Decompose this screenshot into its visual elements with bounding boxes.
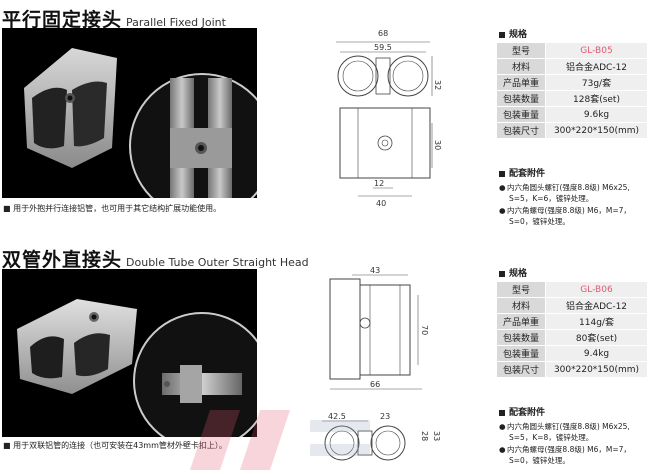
dim-d4: 42.5 xyxy=(328,412,346,421)
dim-d2: 59.5 xyxy=(374,43,392,52)
bullet-square-icon xyxy=(499,170,505,177)
dim-d3: 66 xyxy=(370,380,380,389)
accessories-heading: 配套附件 xyxy=(497,167,647,181)
spec-heading: 规格 xyxy=(497,267,647,282)
bullet-square-icon xyxy=(499,409,505,416)
bullet-square-icon xyxy=(499,31,505,38)
title-en: Parallel Fixed Joint xyxy=(126,16,226,29)
dim-d6: 28 xyxy=(420,431,429,441)
table-row: 材料铝合金ADC-12 xyxy=(497,297,647,314)
dim-d1: 68 xyxy=(378,29,388,38)
dim-d3: 32 xyxy=(433,80,442,90)
technical-drawing: 68 59.5 32 30 12 40 xyxy=(318,28,448,212)
accessory-item: ●内六角螺母(强度8.8级) M6，M=7，S=0，镀锌处理。 xyxy=(499,206,631,226)
dim-d5: 12 xyxy=(374,179,384,188)
product-photo xyxy=(2,28,257,198)
accessory-item: ●内六角圆头螺钉(强度8.8级) M6x25,S=5，K=6，镀锌处理。 xyxy=(499,183,630,203)
accessory-item: ●内六角圆头螺钉(强度8.8级) M6x25,S=5，K=8，镀锌处理。 xyxy=(499,422,630,442)
title-zh: 平行固定接头 xyxy=(2,9,123,31)
table-row: 材料铝合金ADC-12 xyxy=(497,58,647,75)
product-photo xyxy=(2,269,257,437)
dim-d2: 70 xyxy=(420,325,429,335)
dim-d1: 43 xyxy=(370,266,380,275)
technical-drawing: 43 70 66 42.5 23 28 33 xyxy=(318,265,448,474)
product-caption: ■ 用于双联铝管的连接（也可安装在43mm管材外壁卡扣上）。 xyxy=(3,441,227,450)
title-en: Double Tube Outer Straight Head xyxy=(126,256,309,269)
product-caption: ■ 用于外抱并行连接铝管，也可用于其它结构扩展功能使用。 xyxy=(3,204,222,213)
dim-d4: 30 xyxy=(433,140,442,150)
dim-d5: 23 xyxy=(380,412,390,421)
dim-d6: 40 xyxy=(376,199,386,208)
dim-d7: 33 xyxy=(432,431,441,441)
accessories-heading: 配套附件 xyxy=(497,406,647,420)
spec-heading: 规格 xyxy=(497,28,647,43)
watermark-logo xyxy=(190,410,370,470)
bullet-square-icon xyxy=(499,270,505,277)
title-zh: 双管外直接头 xyxy=(2,249,123,271)
accessory-item: ●内六角螺母(强度8.8级) M6，M=7，S=0，镀锌处理。 xyxy=(499,445,631,465)
